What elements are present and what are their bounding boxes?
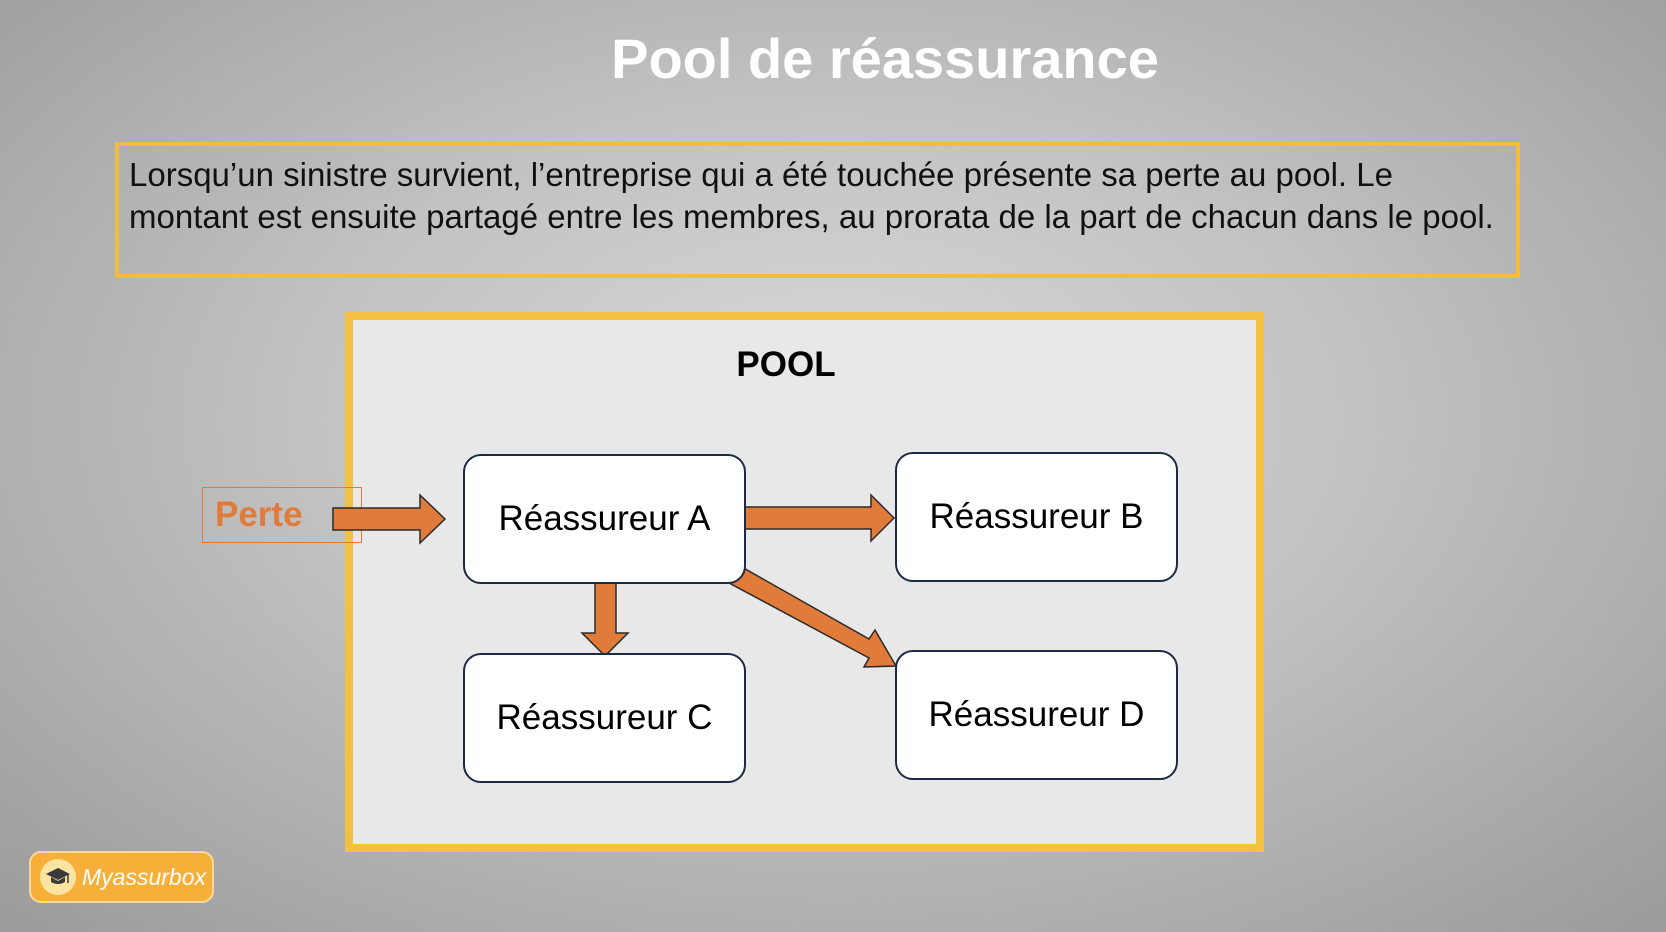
pool-label: POOL [736, 345, 836, 384]
node-d-label: Réassureur D [928, 695, 1145, 734]
perte-label: Perte [215, 495, 303, 534]
node-reassureur-b: Réassureur B [895, 452, 1178, 582]
perte-label-box: Perte [202, 487, 362, 543]
node-c-label: Réassureur C [496, 698, 713, 737]
graduation-cap-icon [40, 859, 76, 895]
intro-text-box: Lorsqu’un sinistre survient, l’entrepris… [115, 142, 1520, 278]
slide-title: Pool de réassurance [611, 27, 1159, 90]
node-reassureur-c: Réassureur C [463, 653, 746, 783]
node-reassureur-a: Réassureur A [463, 454, 746, 584]
logo-text: Myassurbox [82, 863, 206, 890]
node-reassureur-d: Réassureur D [895, 650, 1178, 780]
myassurbox-logo: Myassurbox [29, 851, 214, 903]
node-b-label: Réassureur B [929, 497, 1144, 536]
node-a-label: Réassureur A [498, 499, 711, 538]
intro-text: Lorsqu’un sinistre survient, l’entrepris… [129, 156, 1494, 235]
